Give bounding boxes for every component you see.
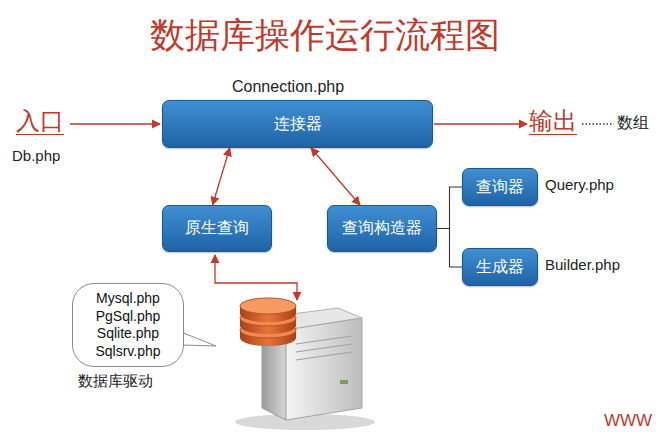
bracket-connector [437,229,462,268]
server-link [215,255,297,300]
entry-arrow [70,123,160,124]
file-name: Query.php [545,176,614,194]
node-text: 查询器 [476,177,524,198]
node-text: 查询构造器 [342,218,422,239]
file-name: Db.php [12,147,60,165]
process-box: 查询器 [462,168,538,206]
node-text: Sqlite.php [97,325,159,343]
node-text: PgSql.php [96,308,161,326]
process-box: 生成器 [462,248,538,286]
node-text: Sqlsrv.php [95,343,160,361]
node-text: Mysql.php [96,290,160,308]
entry-label: 入口 [16,108,64,135]
node-text: 生成器 [476,257,524,278]
arrow-connector [213,148,230,205]
file-name: Connection.php [232,77,344,96]
process-box: 连接器 [162,100,433,148]
output-note: 数组 [617,113,649,132]
server-illustration [235,298,375,430]
process-box: 原生查询 [162,205,272,252]
node-text: 连接器 [274,114,322,135]
arrow-connector [311,148,360,205]
node-text: 原生查询 [185,218,249,239]
speech-bubble: Mysql.phpPgSql.phpSqlite.phpSqlsrv.php [72,283,184,367]
diagram-title: 数据库操作运行流程图 [0,12,662,59]
bracket-connector [437,187,462,229]
caption-note: 数据库驱动 [78,372,153,390]
file-name: Builder.php [545,256,620,274]
output-label: 输出 [529,108,577,135]
dotted-leader [582,123,614,124]
process-box: 查询构造器 [327,205,437,252]
watermark: WWW [604,411,652,431]
output-arrow [434,123,527,124]
